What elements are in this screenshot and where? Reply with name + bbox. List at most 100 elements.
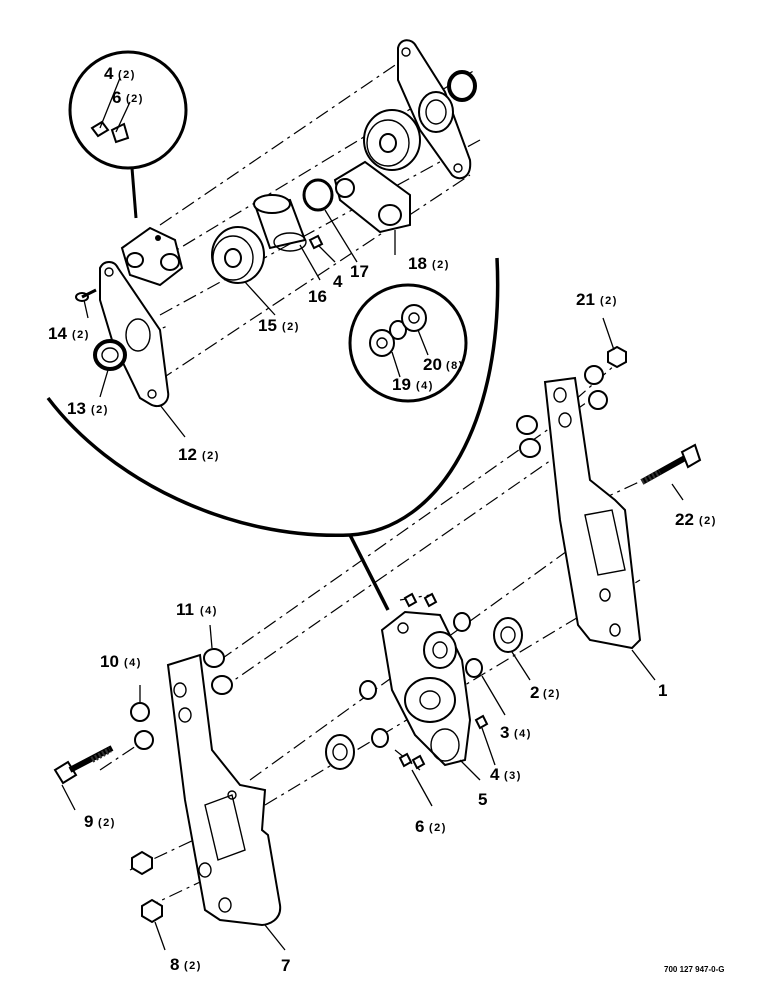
part-2-bushing-lower xyxy=(325,734,355,770)
callout-18: 18 (2) xyxy=(408,254,450,273)
large-detail-arc xyxy=(46,257,500,611)
callout-number: 17 xyxy=(350,262,369,281)
callout-number: 12 xyxy=(178,445,197,464)
callout-number: 19 xyxy=(392,375,411,394)
part-8-nuts xyxy=(131,850,163,924)
shaft-clamp-block xyxy=(120,226,184,287)
part-5-center-arm-assembly xyxy=(380,610,472,767)
part-9-bolt xyxy=(53,745,114,785)
part-12-right-plate xyxy=(397,39,472,180)
callout-quantity: (2) xyxy=(429,822,447,834)
callout-15: 15 (2) xyxy=(258,316,300,335)
part-10-washers xyxy=(130,365,608,750)
callout-4-upper: 4 xyxy=(333,272,343,291)
callout-6-detail: 6 (2) xyxy=(112,88,144,107)
callout-number: 9 xyxy=(84,812,93,831)
part-16-sleeve xyxy=(253,194,307,252)
callout-quantity: (4) xyxy=(514,728,532,740)
callout-quantity: (2) xyxy=(184,960,202,972)
part-15-bearing xyxy=(211,226,265,284)
leader-arrows xyxy=(61,77,684,951)
grease-fittings-top xyxy=(403,592,438,608)
part-1-right-side-plate xyxy=(543,376,642,650)
callout-19: 19 (4) xyxy=(392,375,434,394)
callout-number: 10 xyxy=(100,652,119,671)
callout-quantity: (2) xyxy=(432,259,450,271)
callout-number: 6 xyxy=(112,88,121,107)
callout-quantity: (2) xyxy=(543,688,561,700)
callout-quantity: (2) xyxy=(202,450,220,462)
callout-number: 14 xyxy=(48,324,67,343)
part-13-right-seal-ring xyxy=(447,70,477,102)
callout-number: 5 xyxy=(478,790,487,809)
callout-quantity: (2) xyxy=(91,404,109,416)
callout-5: 5 xyxy=(478,790,487,809)
callout-quantity: (2) xyxy=(699,515,717,527)
callout-number: 22 xyxy=(675,510,694,529)
part-21-nuts xyxy=(607,345,627,369)
callout-number: 7 xyxy=(281,956,290,975)
part-2-bushing-upper xyxy=(493,617,523,653)
callout-quantity: (4) xyxy=(124,657,142,669)
part-3-spacer xyxy=(359,612,483,748)
figure-number: 700 127 947-0-G xyxy=(664,965,725,974)
callout-quantity: (2) xyxy=(126,93,144,105)
callout-number: 3 xyxy=(500,723,509,742)
callout-quantity: (2) xyxy=(118,69,136,81)
callout-21: 21 (2) xyxy=(576,290,618,309)
callout-number: 1 xyxy=(658,681,667,700)
part-13-seal-ring xyxy=(93,339,127,371)
callout-number: 11 xyxy=(176,600,194,619)
callout-14: 14 (2) xyxy=(48,324,90,343)
callout-quantity: (2) xyxy=(72,329,90,341)
callout-number: 6 xyxy=(415,817,424,836)
callout-4-detail: 4 (2) xyxy=(104,64,136,83)
grease-fittings-lower xyxy=(398,714,489,770)
callout-number: 21 xyxy=(576,290,595,309)
upper-bearing xyxy=(363,109,421,171)
callout-11: 11 (4) xyxy=(176,600,218,619)
part-11-spacers xyxy=(203,415,541,695)
callout-number: 20 xyxy=(423,355,442,374)
callout-number: 8 xyxy=(170,955,179,974)
callout-number: 2 xyxy=(530,683,539,702)
callout-4-lower: 4 (3) xyxy=(490,765,520,784)
callout-number: 4 xyxy=(333,272,343,291)
part-18-link xyxy=(333,160,411,234)
part-12-left-plate xyxy=(99,261,170,408)
detail-circle-setscrew xyxy=(68,50,188,219)
callout-number: 13 xyxy=(67,399,86,418)
callout-quantity: (2) xyxy=(600,295,618,307)
callout-quantity: (4) xyxy=(416,380,434,392)
callout-number: 18 xyxy=(408,254,427,273)
callout-quantity: (2) xyxy=(282,321,300,333)
callout-3: 3 (4) xyxy=(500,723,532,742)
part-22-bolt xyxy=(640,443,702,485)
callout-number: 15 xyxy=(258,316,277,335)
callout-number: 16 xyxy=(308,287,327,306)
detail-circle-bearing-stack xyxy=(348,283,468,403)
callout-8: 8 (2) xyxy=(170,955,202,974)
callout-number: 4 xyxy=(490,765,500,784)
callout-2: 2 (2) xyxy=(530,683,561,702)
callout-6-lower: 6 (2) xyxy=(415,817,447,836)
callout-1: 1 xyxy=(658,681,667,700)
callout-10: 10 (4) xyxy=(100,652,142,671)
part-7-left-side-plate xyxy=(166,653,282,927)
callout-9: 9 (2) xyxy=(84,812,116,831)
callout-16: 16 xyxy=(308,287,327,306)
callout-quantity: (2) xyxy=(98,817,116,829)
callout-17: 17 xyxy=(350,262,369,281)
callout-quantity: (4) xyxy=(200,605,218,617)
callout-13: 13 (2) xyxy=(67,399,109,418)
callout-number: 4 xyxy=(104,64,114,83)
detail-bearing-stack xyxy=(369,304,427,357)
part-17-snap-ring xyxy=(302,178,334,212)
callout-22: 22 (2) xyxy=(675,510,717,529)
callout-12: 12 (2) xyxy=(178,445,220,464)
callout-20: 20 (8) xyxy=(423,355,464,374)
callout-quantity: (8) xyxy=(446,360,464,372)
part-14-screw xyxy=(75,288,97,302)
callout-7: 7 xyxy=(281,956,290,975)
